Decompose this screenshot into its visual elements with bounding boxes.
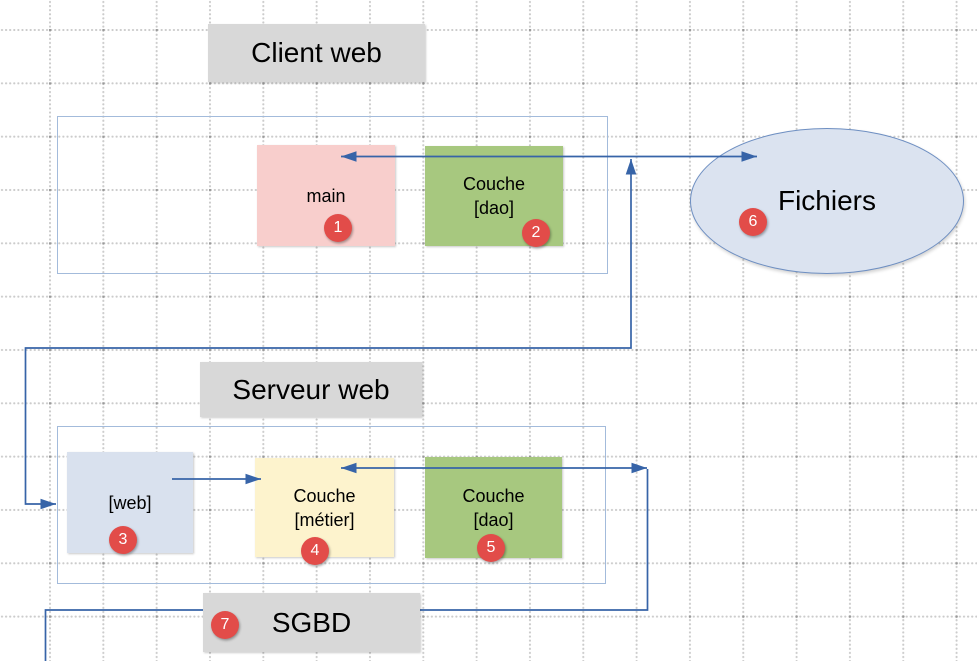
node-couche-dao-client-label: Couche [dao] xyxy=(463,172,525,220)
label-line-2: [métier] xyxy=(294,509,355,530)
node-fichiers-label: Fichiers xyxy=(777,185,876,216)
node-couche-dao-serveur-label: Couche [dao] xyxy=(462,484,524,532)
label-line-2: [dao] xyxy=(473,509,514,530)
label-line-1: Couche xyxy=(293,485,356,506)
serveur-web-title: Serveur web xyxy=(200,362,422,417)
label-line-1: Couche xyxy=(462,174,526,194)
node-web-label: [web] xyxy=(108,492,152,513)
node-fichiers: Fichiers xyxy=(690,128,964,274)
sgbd-title-text: SGBD xyxy=(271,606,352,638)
client-web-title-text: Client web xyxy=(251,37,382,68)
node-main-label: main xyxy=(306,185,346,206)
label-line-2: [dao] xyxy=(473,198,515,218)
badge-7: 7 xyxy=(211,611,239,639)
badge-1: 1 xyxy=(324,214,352,242)
badge-2: 2 xyxy=(522,219,550,247)
badge-5: 5 xyxy=(477,534,505,562)
serveur-web-title-text: Serveur web xyxy=(232,373,390,405)
badge-6: 6 xyxy=(739,208,767,236)
badge-4: 4 xyxy=(301,537,329,565)
node-couche-metier-label: Couche [métier] xyxy=(293,484,355,532)
label-line-1: Couche xyxy=(462,485,525,506)
client-web-title: Client web xyxy=(208,24,425,82)
badge-3: 3 xyxy=(109,526,137,554)
